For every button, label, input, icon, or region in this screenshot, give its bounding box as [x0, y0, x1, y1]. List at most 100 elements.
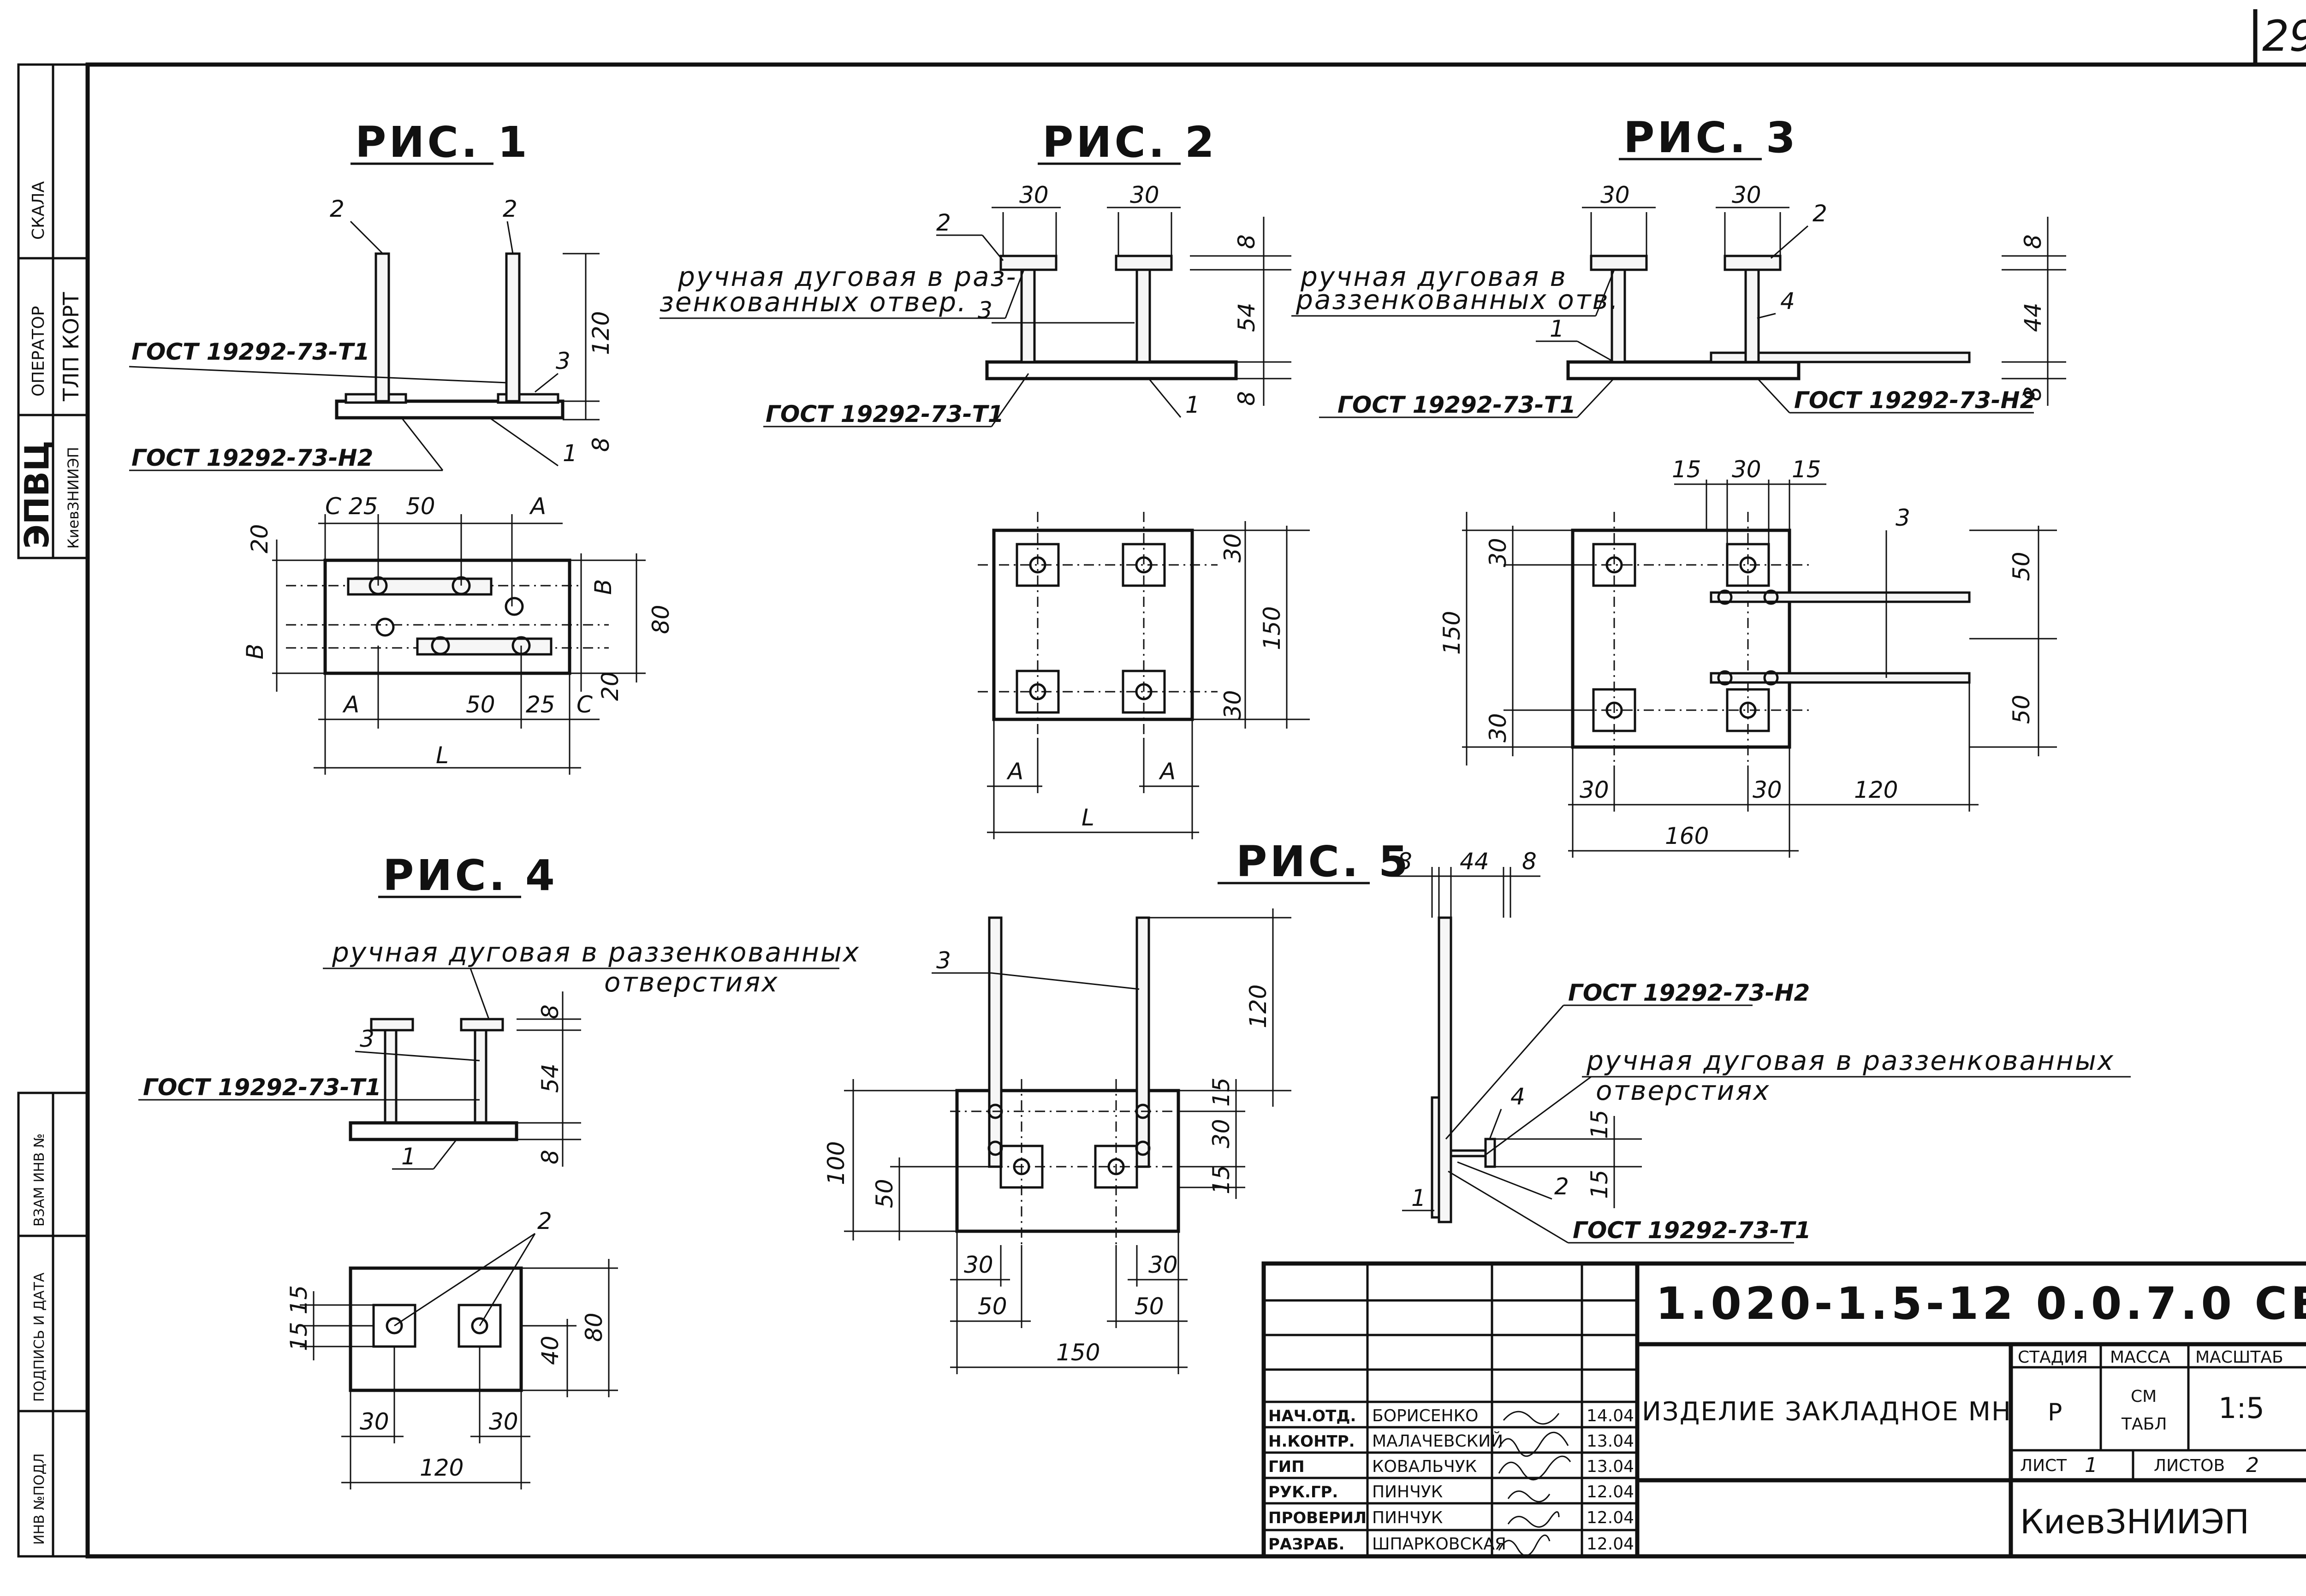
fig3-dim-150: 150 [1438, 611, 1465, 655]
fig2-dim-a2: А [1159, 758, 1176, 785]
organization: КиевЗНИИЭП [2020, 1502, 2249, 1541]
fig3-dim-50a: 50 [2008, 552, 2035, 581]
fig1-gost-h2: ГОСТ 19292-73-Н2 [131, 445, 373, 471]
fig5-callout-1: 1 [1411, 1185, 1426, 1211]
doc-code: 1.020-1.5-12 0.0.7.0 СБ [1656, 1278, 2306, 1329]
sig-name: КОВАЛЬЧУК [1372, 1457, 1477, 1476]
fig3-callout-3: 3 [1896, 504, 1910, 531]
fig5-dim-8a: 8 [1397, 848, 1412, 875]
fig3-gost-t1: ГОСТ 19292-73-Т1 [1337, 392, 1576, 418]
fig5-dim-30c: 30 [1148, 1252, 1178, 1278]
fig1-callout-3: 3 [556, 348, 571, 374]
mass-value-2: ТАБЛ [2121, 1415, 2167, 1434]
side-org-main: ЭПВЦ [18, 440, 56, 549]
fig2-dim-8a: 8 [1233, 234, 1260, 249]
fig3-callout-2: 2 [1813, 200, 1827, 227]
fig4-callout-2: 2 [537, 1208, 552, 1234]
fig3-gost-h2: ГОСТ 19292-73-Н2 [1794, 387, 2036, 414]
sig-name: ПИНЧУК [1372, 1508, 1443, 1527]
fig3-dim-15b: 15 [1792, 456, 1821, 483]
sig-name: БОРИСЕНКО [1372, 1406, 1479, 1425]
fig4-callout-3: 3 [360, 1026, 374, 1052]
mass-label: МАССА [2110, 1348, 2170, 1367]
fig5-title: РИС. 5 [1236, 837, 1411, 886]
figure-2: РИС. 2 30 30 ручная дуговая в раз- зенко… [660, 118, 1310, 839]
fig2-dim-54: 54 [1233, 303, 1260, 332]
sig-date: 13.04 [1587, 1432, 1634, 1451]
fig1-dim-120: 120 [588, 311, 614, 355]
fig3-title: РИС. 3 [1623, 113, 1798, 162]
figure-4: РИС. 4 ручная дуговая в раззенкованных о… [138, 851, 859, 1489]
fig1-callout-1: 1 [563, 440, 577, 467]
signature-row: ПРОВЕРИЛ ПИНЧУК 12.04 [1268, 1508, 1634, 1528]
signature-row: ГИП КОВАЛЬЧУК 13.04 [1268, 1455, 1634, 1481]
fig5-gost-t1: ГОСТ 19292-73-Т1 [1573, 1217, 1811, 1244]
fig3-callout-4: 4 [1780, 288, 1795, 314]
sig-role: НАЧ.ОТД. [1268, 1407, 1356, 1425]
sheet-frame [85, 62, 2306, 1559]
figure-1: РИС. 1 2 2 3 1 ГОСТ 19292-73-Т1 ГОСТ 192… [129, 118, 674, 775]
fig3-dim-30c: 30 [1732, 456, 1761, 483]
figure-5: РИС. 5 3 120 15 30 15 100 [823, 837, 2131, 1374]
fig5-gost-h2: ГОСТ 19292-73-Н2 [1568, 979, 1810, 1006]
stage-label: СТАДИЯ [2018, 1348, 2088, 1367]
fig1-callout-2b: 2 [503, 196, 517, 222]
fig1-callout-2: 2 [330, 196, 345, 222]
sig-role: ГИП [1268, 1458, 1305, 1476]
fig5-callout-4: 4 [1510, 1083, 1525, 1110]
fig1-title: РИС. 1 [355, 118, 530, 167]
side-vzam-inv: ВЗАМ ИНВ № [31, 1133, 48, 1227]
signature-row: НАЧ.ОТД. БОРИСЕНКО 14.04 [1268, 1406, 1634, 1425]
fig5-dim-44: 44 [1460, 848, 1489, 875]
signature-scribble [1507, 1490, 1551, 1502]
fig5-dim-15b: 15 [1208, 1165, 1235, 1194]
fig2-callout-1: 1 [1185, 392, 1200, 418]
fig4-callout-1: 1 [401, 1143, 416, 1170]
fig3-dim-30f: 30 [1580, 777, 1609, 803]
fig1-dim-b-left: В [242, 644, 268, 659]
fig2-title: РИС. 2 [1042, 118, 1217, 167]
fig5-dim-100: 100 [823, 1141, 850, 1185]
side-inv-podl: ИНВ №ПОДЛ [31, 1454, 48, 1545]
fig4-dim-80: 80 [581, 1312, 607, 1342]
fig4-dim-1515: 15 15 [285, 1285, 312, 1351]
fig1-gost-t1: ГОСТ 19292-73-Т1 [131, 338, 370, 365]
fig4-weld-note-2: отверстиях [604, 967, 779, 998]
fig4-title: РИС. 4 [383, 851, 558, 900]
sig-role: РУК.ГР. [1268, 1483, 1338, 1501]
side-stamp: СКАЛА ОПЕРАТОР ТЛП КОРТ ЭПВЦ КиевЗНИИЭП … [17, 63, 89, 1558]
fig4-dim-30b: 30 [489, 1408, 518, 1435]
fig2-dim-L: L [1082, 804, 1094, 831]
side-org-sub: КиевЗНИИЭП [65, 447, 82, 549]
fig5-dim-15d: 15 [1586, 1169, 1613, 1199]
fig1-dim-a-bot: А [342, 691, 359, 718]
fig1-dim-b-right: В [590, 579, 617, 595]
fig3-callout-1: 1 [1550, 315, 1564, 342]
fig1-dim-50a: 50 [406, 493, 435, 520]
fig1-dim-80: 80 [648, 605, 674, 634]
fig2-dim-150: 150 [1259, 606, 1285, 650]
fig1-dim-L: L [436, 742, 449, 769]
side-operator-value: ТЛП КОРТ [59, 291, 83, 402]
sig-date: 12.04 [1587, 1483, 1634, 1501]
sig-date: 12.04 [1587, 1508, 1634, 1527]
fig2-dim-a1: А [1006, 758, 1023, 785]
fig1-dim-25: 25 [526, 691, 555, 718]
fig2-weld-note-1: ручная дуговая в раз- [678, 261, 1017, 292]
fig5-dim-50b: 50 [978, 1293, 1007, 1320]
fig4-dim-40: 40 [537, 1335, 564, 1365]
fig5-callout-3: 3 [936, 947, 951, 974]
title-block: НАЧ.ОТД. БОРИСЕНКО 14.04 Н.КОНТР. МАЛАЧЕ… [1261, 1261, 2306, 1559]
signature-row: Н.КОНТР. МАЛАЧЕВСКИЙ 13.04 [1268, 1431, 1634, 1457]
fig1-dim-8: 8 [588, 437, 614, 452]
fig3-dim-120: 120 [1854, 777, 1898, 803]
signature-scribble [1498, 1431, 1569, 1457]
fig3-dim-30a: 30 [1600, 182, 1630, 208]
signature-scribble [1498, 1455, 1571, 1481]
fig2-dim-30d: 30 [1219, 690, 1246, 719]
sig-date: 14.04 [1587, 1406, 1634, 1425]
fig3-dim-8a: 8 [2020, 234, 2046, 249]
mass-value-1: СМ [2131, 1387, 2157, 1406]
sig-date: 12.04 [1587, 1535, 1634, 1554]
fig4-gost-t1: ГОСТ 19292-73-Т1 [143, 1074, 381, 1101]
